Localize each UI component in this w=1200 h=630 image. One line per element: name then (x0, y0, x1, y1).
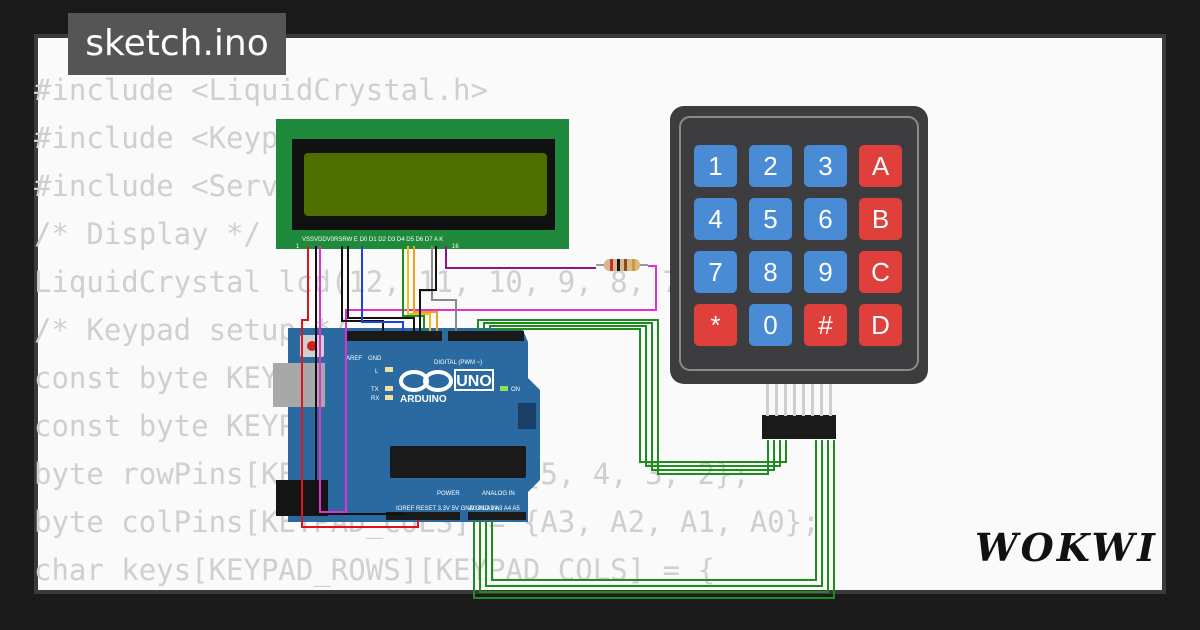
power-pins-label: IOREF RESET 3.3V 5V GND GND Vin (396, 506, 499, 512)
atmega-chip (390, 446, 526, 478)
connector-pin (802, 384, 805, 416)
keypad-key-label: 6 (818, 204, 832, 234)
digital-label: DIGITAL (PWM ~) (434, 360, 482, 366)
wokwi-logo: WOKWI (975, 525, 1158, 570)
connector-pin (829, 384, 832, 416)
keypad-connector (762, 384, 836, 439)
keypad-key-B[interactable]: B (859, 198, 902, 240)
keypad-key-1[interactable]: 1 (694, 145, 737, 187)
digital-header-right (448, 331, 524, 341)
keypad-key-label: B (872, 204, 889, 234)
lcd-pin-last: 16 (452, 244, 459, 250)
analog-pins-label: A0 A1 A2 A3 A4 A5 (469, 506, 520, 512)
wire-green-d4 (402, 246, 425, 331)
analog-header (468, 512, 526, 520)
wires (301, 246, 835, 599)
arduino-brand-label: ARDUINO (400, 394, 447, 405)
wire-gray (431, 246, 457, 331)
connector-pin (811, 384, 814, 416)
wire-purple (445, 246, 596, 269)
wire-green-col3 (485, 440, 823, 587)
lcd-pin-labels: VSSVDDV0RSRW E D0 D1 D2 D3 D4 D5 D6 D7 A… (302, 237, 443, 243)
lcd-pin-first: 1 (296, 244, 300, 250)
analog-label: ANALOG IN (482, 491, 515, 497)
keypad-key-8[interactable]: 8 (749, 251, 792, 293)
keypad-key-label: 0 (763, 310, 777, 340)
connector-pin (775, 384, 778, 416)
keypad-key-*[interactable]: * (694, 304, 737, 346)
keypad-key-label: 9 (818, 257, 832, 287)
icsp-header (518, 403, 536, 429)
keypad-key-A[interactable]: A (859, 145, 902, 187)
gnd-label: GND (368, 356, 382, 362)
wire-green-col4 (491, 440, 817, 581)
wire-blue (361, 246, 404, 331)
keypad-key-3[interactable]: 3 (804, 145, 847, 187)
wire-green-row1 (477, 319, 769, 475)
keypad-key-label: C (871, 257, 890, 287)
wire-green-col1 (473, 440, 835, 599)
code-line: /* Display */ (34, 217, 261, 251)
keypad-key-9[interactable]: 9 (804, 251, 847, 293)
aref-label: AREF (346, 356, 362, 362)
connector-pin (820, 384, 823, 416)
lcd-display[interactable]: VSSVDDV0RSRW E D0 D1 D2 D3 D4 D5 D6 D7 A… (276, 119, 569, 250)
power-label: POWER (437, 491, 460, 497)
wire-magenta (319, 246, 657, 513)
rx-label: RX (371, 396, 379, 402)
keypad-key-0[interactable]: 0 (749, 304, 792, 346)
keypad-key-D[interactable]: D (859, 304, 902, 346)
keypad-key-label: 7 (708, 257, 722, 287)
usb-port (273, 363, 325, 407)
code-background: #include <LiquidCrystal.h>#include <Keyp… (34, 66, 820, 594)
keypad-key-#[interactable]: # (804, 304, 847, 346)
keypad-key-7[interactable]: 7 (694, 251, 737, 293)
on-label: ON (511, 387, 520, 393)
keypad-key-label: 2 (763, 151, 777, 181)
connector-pin (766, 384, 769, 416)
power-header (386, 512, 460, 520)
canvas-area (34, 34, 1166, 594)
code-line: #include <LiquidCrystal.h> (34, 73, 488, 107)
keypad-key-label: 3 (818, 151, 832, 181)
code-line: char keys[KEYPAD_ROWS][KEYPAD_COLS] = { (34, 553, 715, 587)
wire-black-4 (419, 246, 437, 331)
digital-header-left (346, 331, 442, 341)
arduino-logo (399, 370, 453, 392)
connector-pin (784, 384, 787, 416)
wire-orange-d6 (413, 246, 438, 331)
keypad-key-label: 4 (708, 204, 722, 234)
sketch-title[interactable]: sketch.ino (68, 13, 286, 75)
arduino-uno-board[interactable]: DIGITAL (PWM ~) AREF GND L TX RX ON UNO … (273, 328, 540, 522)
code-line: /* Keypad setup */ (34, 313, 349, 347)
keypad-key-label: 8 (763, 257, 777, 287)
keypad-4x4[interactable]: 1 2 3 A 4 5 6 B 7 8 9 C * 0 # D (670, 106, 928, 439)
keypad-key-C[interactable]: C (859, 251, 902, 293)
keypad-key-label: A (872, 151, 890, 181)
wire-red (301, 246, 419, 528)
uno-label: UNO (456, 373, 492, 390)
wire-green-col2 (479, 440, 829, 593)
keypad-key-label: # (818, 310, 833, 340)
keypad-key-label: D (871, 310, 890, 340)
keypad-key-label: * (710, 310, 720, 340)
lcd-screen (304, 153, 547, 216)
keypad-key-5[interactable]: 5 (749, 198, 792, 240)
tx-label: TX (371, 387, 379, 393)
keypad-key-6[interactable]: 6 (804, 198, 847, 240)
wire-green-row4 (495, 328, 787, 463)
keypad-key-label: 5 (763, 204, 777, 234)
wire-black-3 (347, 246, 415, 331)
keypad-keys: 1 2 3 A 4 5 6 B 7 8 9 C * 0 # D (694, 145, 902, 346)
resistor[interactable] (596, 259, 648, 271)
connector-pin (793, 384, 796, 416)
led-l-label: L (375, 369, 379, 375)
keypad-key-2[interactable]: 2 (749, 145, 792, 187)
keypad-key-4[interactable]: 4 (694, 198, 737, 240)
keypad-key-label: 1 (708, 151, 722, 181)
wire-black (315, 246, 404, 515)
